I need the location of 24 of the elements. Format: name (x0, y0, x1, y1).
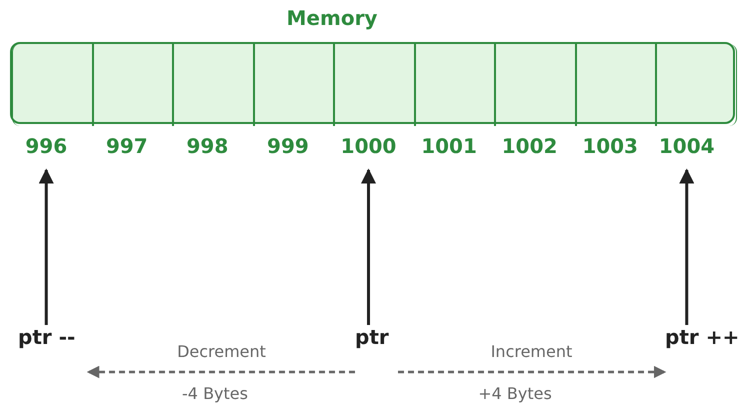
address-number: 1001 (420, 134, 478, 158)
byte-size-note: -4 Bytes (181, 384, 249, 403)
address-number: 1002 (500, 134, 558, 158)
address-number: 1003 (581, 134, 639, 158)
memory-cell (254, 44, 334, 126)
memory-cell (576, 44, 656, 126)
address-number: 1004 (658, 134, 716, 158)
address-number: 998 (186, 134, 230, 158)
memory-cell (495, 44, 576, 126)
address-number: 996 (24, 134, 68, 158)
pointer-label: ptr ++ (665, 325, 740, 349)
address-number: 997 (104, 134, 149, 158)
memory-cell (656, 44, 737, 126)
address-number: 1000 (340, 134, 398, 158)
memory-cell (334, 44, 415, 126)
byte-size-note: +4 Bytes (477, 384, 553, 403)
memory-cell (12, 44, 93, 126)
pointer-label: ptr (355, 325, 389, 349)
heading: Memory (286, 6, 378, 30)
address-number: 999 (266, 134, 310, 158)
pointer-label: ptr -- (18, 325, 76, 349)
memory-cell (173, 44, 254, 126)
memory-cell (414, 44, 496, 126)
memory-cell (92, 44, 174, 126)
